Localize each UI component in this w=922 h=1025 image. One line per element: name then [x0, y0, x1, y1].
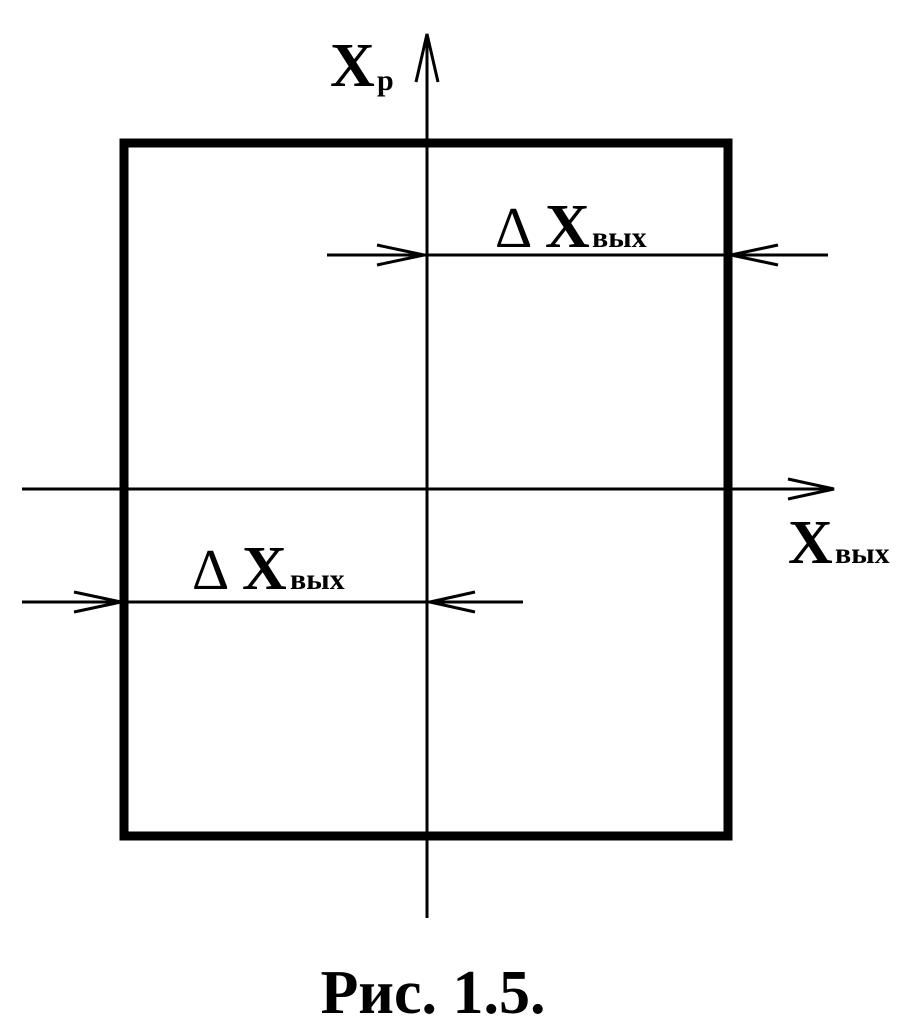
lower-dimension-label-main: X: [242, 535, 287, 603]
upper-dimension-label-delta: ∆: [496, 195, 532, 260]
horizontal-axis-label-main: X: [788, 509, 833, 577]
upper-dimension-label-main: X: [545, 193, 590, 261]
upper-dimension-arrow-right: [730, 243, 779, 267]
horizontal-axis-arrowhead: [787, 477, 835, 501]
lower-dimension-label-sub: вых: [290, 563, 345, 596]
vertical-axis-label: X р: [330, 32, 394, 100]
lower-dimension-label-delta: ∆: [193, 537, 229, 602]
vertical-axis-label-sub: р: [377, 64, 394, 97]
upper-dimension-arrow-left: [376, 243, 425, 267]
horizontal-axis-label-sub: вых: [835, 537, 890, 570]
upper-dimension-label-sub: вых: [592, 221, 647, 254]
lower-dimension-arrow-left: [73, 590, 122, 614]
lower-dimension-arrow-right: [429, 590, 476, 614]
horizontal-axis-label: X вых: [788, 509, 890, 577]
upper-dimension-label: ∆ X вых: [496, 193, 647, 261]
lower-dimension-label: ∆ X вых: [193, 535, 345, 603]
vertical-axis-label-main: X: [330, 32, 375, 100]
figure-caption: Рис. 1.5.: [320, 959, 545, 1025]
vertical-axis-arrowhead: [414, 33, 440, 83]
